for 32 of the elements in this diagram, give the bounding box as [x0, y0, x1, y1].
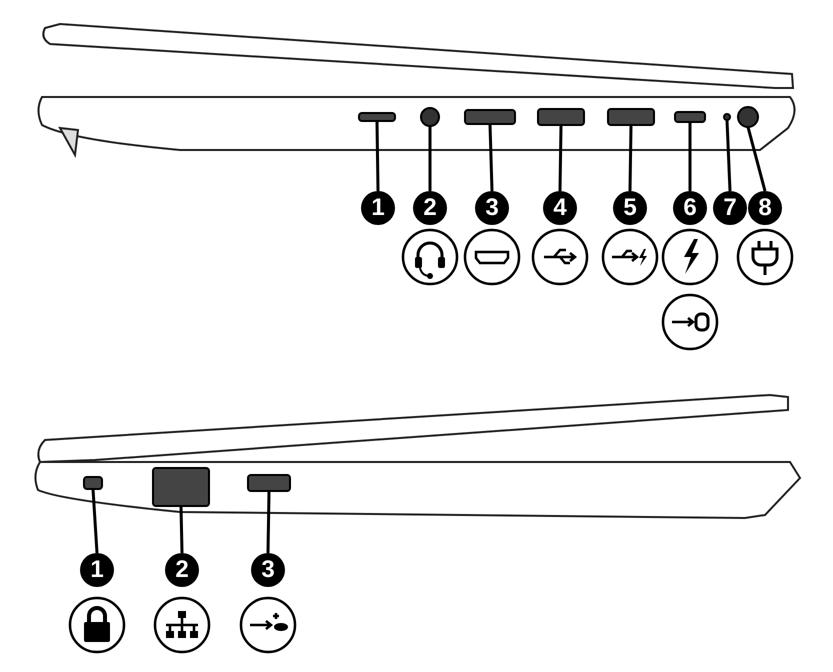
callout-number: 4 — [543, 191, 577, 225]
leader-line — [428, 126, 432, 191]
leader-line — [688, 122, 692, 191]
port-slot — [247, 474, 291, 492]
callout-number: 5 — [613, 191, 647, 225]
port-slot — [464, 109, 516, 125]
callout-number: 1 — [80, 553, 114, 587]
round-port — [420, 107, 440, 127]
leader-line — [180, 506, 184, 554]
leader-line — [488, 124, 494, 192]
leader-line — [266, 490, 270, 554]
port-slot — [358, 112, 396, 122]
callout-number: 6 — [673, 191, 707, 225]
leader-line — [376, 120, 380, 192]
leader-line — [746, 126, 766, 192]
leader-line — [726, 120, 732, 192]
port-slot — [83, 476, 103, 490]
port-slot — [607, 108, 655, 126]
callout-number: 3 — [251, 553, 285, 587]
leader-line — [558, 124, 562, 192]
callout-number: 3 — [475, 191, 509, 225]
callout-number: 2 — [165, 553, 199, 587]
port-slot — [152, 467, 210, 507]
port-slot — [537, 108, 585, 126]
callout-number: 1 — [361, 191, 395, 225]
port-slot — [674, 111, 706, 123]
leader-line — [628, 124, 632, 192]
callout-number: 8 — [748, 191, 782, 225]
callout-number: 7 — [713, 191, 747, 225]
leader-line — [92, 488, 98, 554]
callout-number: 2 — [413, 191, 447, 225]
round-port — [723, 113, 731, 121]
